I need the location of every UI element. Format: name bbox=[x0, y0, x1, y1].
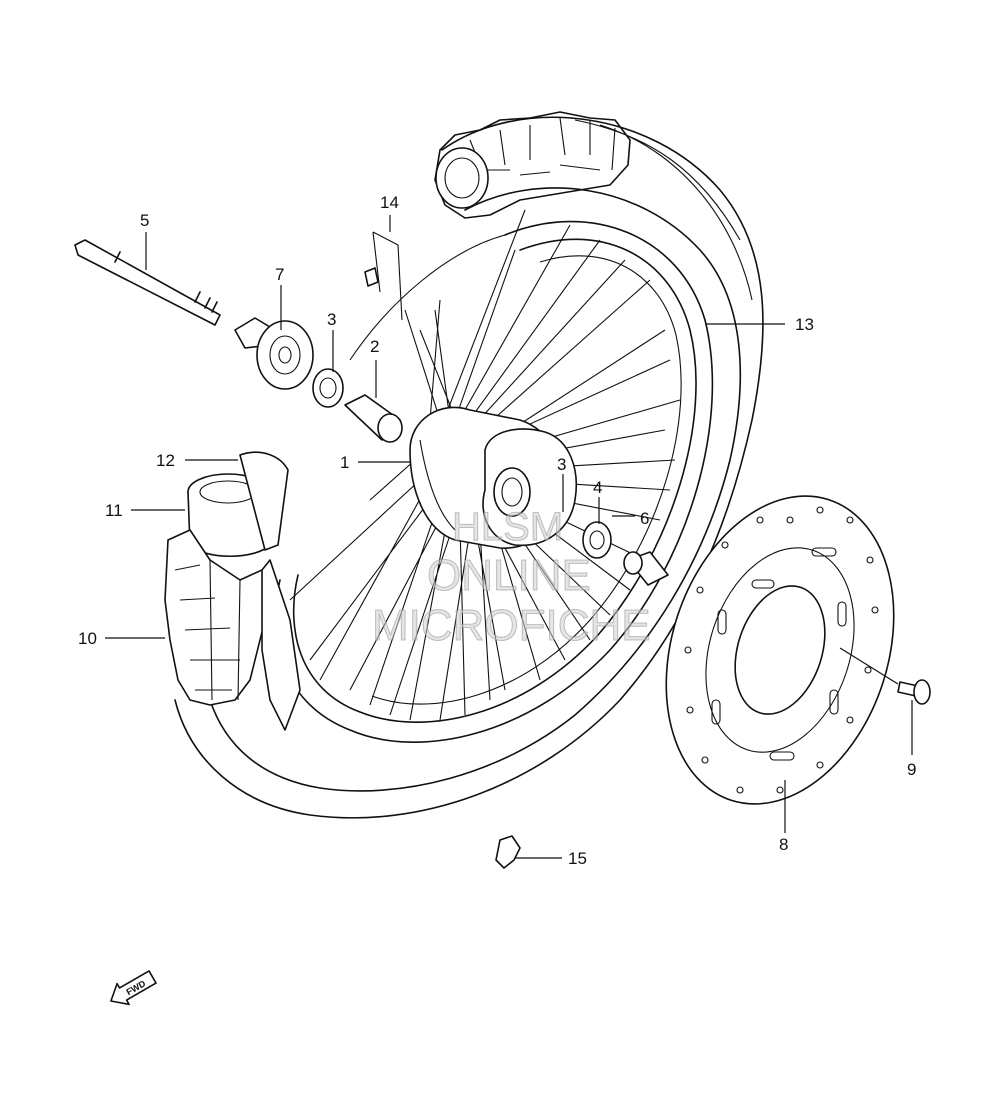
leader-lines bbox=[105, 215, 913, 859]
bearing-part-4 bbox=[582, 521, 612, 559]
callout-1: 1 bbox=[340, 453, 349, 472]
brake-disc-part-8 bbox=[665, 495, 895, 805]
spoke-set-part-14 bbox=[364, 231, 403, 321]
watermark-line-3: MICROFICHE bbox=[372, 601, 651, 650]
spacer-part-2 bbox=[344, 394, 403, 443]
spacer-part-6 bbox=[623, 551, 669, 586]
forward-arrow-icon: FWD bbox=[110, 970, 157, 1006]
callout-10: 10 bbox=[78, 629, 97, 648]
callout-9: 9 bbox=[907, 760, 916, 779]
callout-15: 15 bbox=[568, 849, 587, 868]
callout-8: 8 bbox=[779, 835, 788, 854]
bearing-part-3 bbox=[312, 368, 344, 408]
clip-part-15 bbox=[495, 835, 521, 869]
callout-7: 7 bbox=[275, 265, 284, 284]
rim-band-part-12 bbox=[239, 451, 289, 551]
callout-3-right: 3 bbox=[557, 455, 566, 474]
callout-labels: 1 2 3 3 4 5 6 7 8 9 10 11 12 13 14 15 bbox=[78, 193, 916, 868]
callout-4: 4 bbox=[593, 478, 602, 497]
tire-section-part-10 bbox=[164, 529, 301, 731]
watermark-line-1: HLSM bbox=[452, 505, 563, 549]
callout-12: 12 bbox=[156, 451, 175, 470]
disc-bolt-part-9 bbox=[897, 679, 931, 705]
axle-part-5 bbox=[74, 239, 221, 326]
callout-13: 13 bbox=[795, 315, 814, 334]
watermark: HLSM ONLINE MICROFICHE bbox=[372, 505, 652, 651]
callout-5: 5 bbox=[140, 211, 149, 230]
rim bbox=[274, 220, 714, 743]
callout-11: 11 bbox=[105, 501, 123, 520]
spokes bbox=[289, 209, 681, 721]
speedo-gearbox-part-7 bbox=[234, 317, 314, 390]
callout-6: 6 bbox=[640, 509, 649, 528]
callout-3-left: 3 bbox=[327, 310, 336, 329]
callout-2: 2 bbox=[370, 337, 379, 356]
hub-part-1 bbox=[409, 406, 577, 549]
callout-14: 14 bbox=[380, 193, 399, 212]
watermark-line-2: ONLINE bbox=[427, 551, 591, 600]
tire-tread-top bbox=[434, 111, 631, 219]
